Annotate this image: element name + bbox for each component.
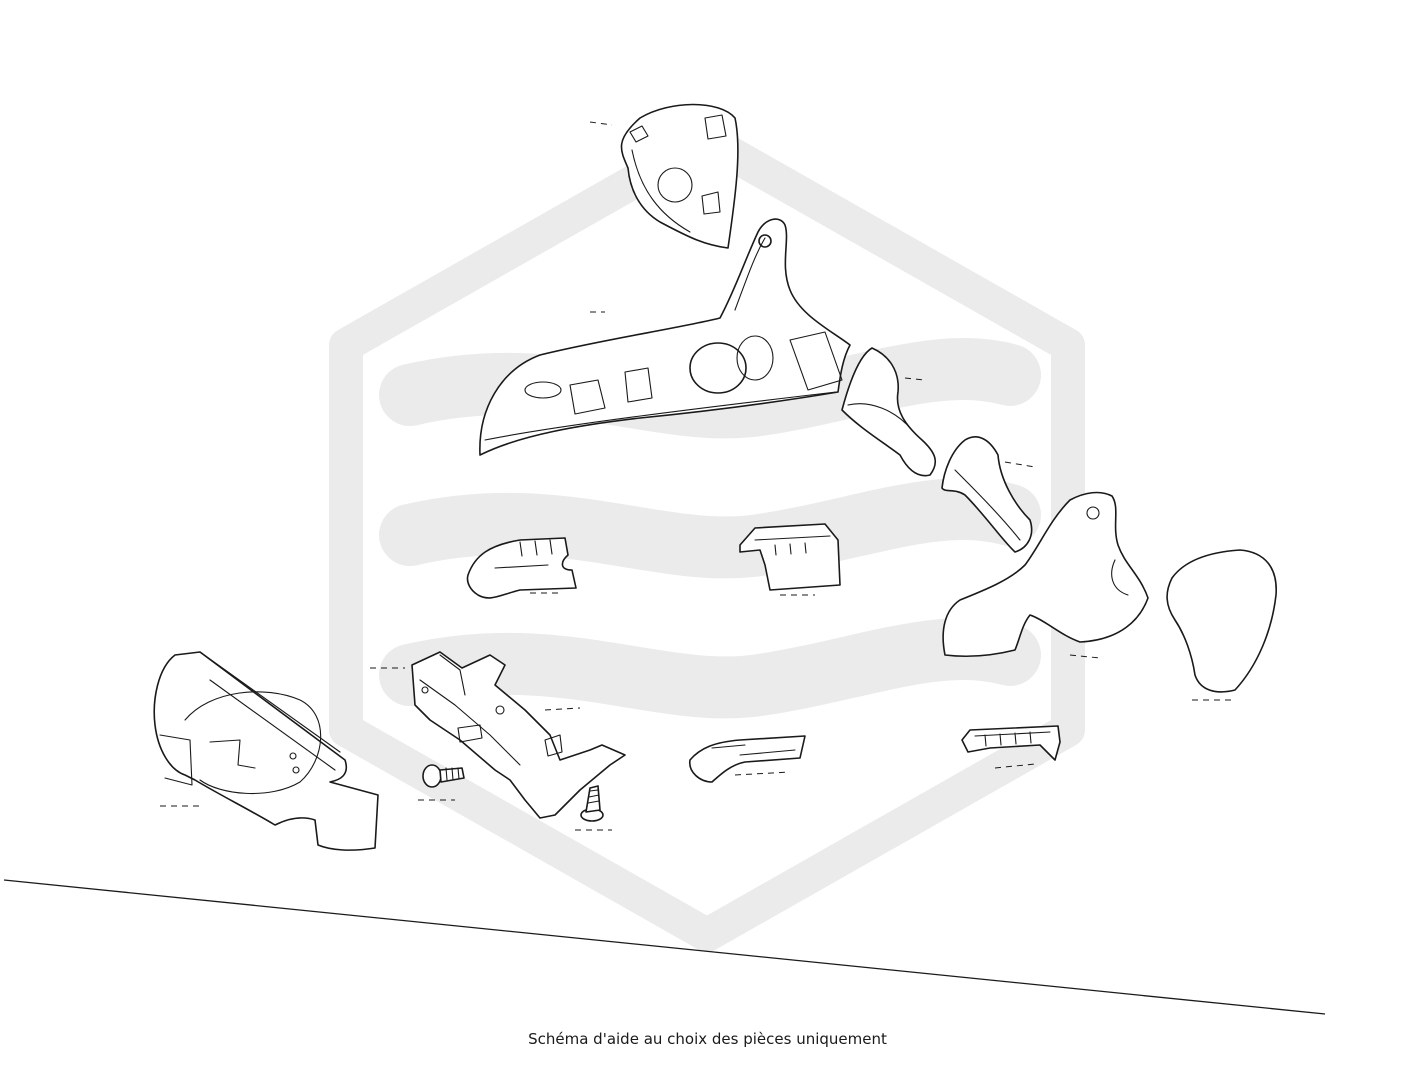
cap-top-hole	[657, 167, 693, 203]
column-shroud-bearing	[689, 342, 747, 394]
leader-cap-top	[589, 121, 613, 126]
clip-middle-body	[739, 523, 841, 591]
watermark-stripe-2	[379, 478, 1041, 579]
side-panel	[941, 436, 1033, 553]
side-panel-edge	[954, 469, 1021, 541]
leader-metal-bracket-2	[544, 707, 581, 711]
cap-top-bolt	[629, 125, 649, 143]
screw-2-thread	[587, 789, 600, 804]
metal-bracket-tab	[544, 734, 563, 757]
leader-arm-bracket	[904, 377, 926, 381]
end-cap-arc	[1111, 559, 1129, 596]
lower-housing-hole-1	[289, 752, 297, 760]
column-shroud-body	[479, 218, 851, 456]
end-cap	[942, 491, 1149, 657]
screw-2	[580, 785, 604, 822]
ground-line	[3, 879, 1326, 1015]
end-cap-hole	[1086, 506, 1100, 520]
side-panel-body	[941, 436, 1033, 553]
leader-clip-small	[734, 771, 791, 776]
metal-bracket-slot	[457, 724, 483, 743]
lower-housing-rail	[199, 651, 341, 771]
screw-2-shank	[585, 785, 601, 813]
arm-bracket	[841, 347, 937, 477]
leader-end-cap	[1069, 654, 1101, 659]
column-shroud-switch-1	[569, 379, 606, 415]
cap-top	[620, 103, 739, 249]
lower-housing	[153, 651, 379, 851]
metal-bracket	[411, 651, 626, 819]
column-shroud-bearing-inner	[736, 335, 774, 381]
connector-right-body	[961, 725, 1061, 761]
cap-top-rib	[631, 149, 691, 233]
clip-small	[689, 735, 806, 783]
cap-top-clip-2	[701, 191, 721, 215]
upper-cover-body	[1166, 549, 1277, 693]
arm-bracket-rib	[847, 403, 913, 431]
cap-top-body	[620, 103, 739, 249]
cap-top-clip-1	[704, 114, 727, 140]
clip-middle-ribs	[754, 535, 831, 556]
clip-left-body	[466, 537, 577, 599]
lower-housing-ring	[184, 691, 322, 795]
column-shroud-arm-edge	[734, 237, 766, 311]
end-cap-body	[942, 491, 1149, 657]
clip-left-ribs	[494, 539, 553, 569]
metal-bracket-hole-2	[421, 686, 429, 694]
clip-middle	[739, 523, 841, 591]
lower-housing-hole-2	[292, 766, 300, 774]
screw-1-thread	[445, 767, 460, 781]
column-shroud-lower-edge	[484, 391, 837, 441]
lower-housing-tab	[209, 739, 256, 769]
upper-cover	[1166, 549, 1277, 693]
clip-left	[466, 537, 577, 599]
column-shroud-switch-2	[624, 367, 653, 403]
column-shroud	[479, 218, 851, 456]
metal-bracket-fold-1	[419, 679, 521, 766]
watermark-stripe-3	[379, 618, 1041, 719]
column-shroud-slot	[524, 381, 562, 399]
clip-small-ribs	[711, 744, 796, 756]
column-shroud-end-block	[789, 331, 843, 391]
watermark-logo	[329, 123, 1085, 952]
clip-small-body	[689, 735, 806, 783]
metal-bracket-hole-1	[495, 705, 505, 715]
watermark-hexagon	[329, 123, 1085, 952]
metal-bracket-fold-2	[439, 654, 466, 696]
connector-right	[961, 725, 1061, 761]
leader-side-panel	[1004, 461, 1036, 468]
screw-1	[422, 764, 465, 788]
screw-1-head	[422, 764, 442, 788]
leader-connector-right	[994, 763, 1036, 769]
connector-right-ribs	[974, 731, 1051, 747]
diagram-caption: Schéma d'aide au choix des pièces unique…	[528, 1030, 887, 1048]
lower-housing-flange	[159, 734, 193, 786]
